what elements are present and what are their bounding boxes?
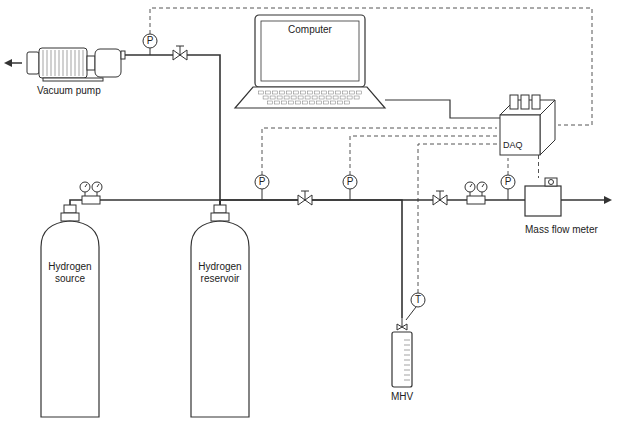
valve-symbol	[298, 191, 312, 205]
pipe-connector	[125, 55, 220, 205]
mass-flow-meter: Mass flow meter	[525, 178, 561, 220]
sensor-letter: P	[342, 175, 358, 189]
sensor-letter: T	[410, 293, 426, 307]
daq-unit: DAQ	[500, 95, 555, 155]
pressure-regulator	[465, 182, 487, 204]
temperature-sensor	[411, 293, 425, 307]
node-label: Hydrogen source	[44, 261, 96, 285]
sensor-letter: P	[254, 175, 270, 189]
signal-line	[418, 144, 497, 293]
shape-outline	[390, 318, 414, 388]
signal-line	[150, 8, 592, 125]
shape-outline	[525, 178, 561, 220]
pressure-gauge	[343, 175, 357, 189]
gauge-stem	[350, 189, 351, 200]
shape-outline	[190, 205, 250, 418]
valve-symbol	[433, 191, 447, 205]
outlet-arrowhead	[604, 196, 612, 204]
gauge-stem	[262, 189, 263, 200]
node-label: Computer	[261, 24, 359, 36]
signal-connector	[538, 155, 539, 178]
gas-cylinder: Hydrogen source	[40, 205, 100, 418]
gauge-stem	[150, 48, 151, 55]
node-label: Mass flow meter	[525, 224, 598, 236]
pressure-gauge	[255, 175, 269, 189]
mhv-vessel: MHV	[390, 318, 414, 388]
pipe-connector	[385, 100, 500, 118]
sensor-letter: P	[142, 34, 158, 48]
outlet-line	[561, 199, 604, 201]
signal-line	[350, 136, 497, 175]
gauge-stem	[508, 189, 509, 200]
exhaust-arrowhead	[4, 59, 12, 67]
node-label: MHV	[382, 391, 422, 403]
node-label: DAQ	[503, 139, 523, 151]
computer-laptop: Computer	[235, 15, 385, 110]
pressure-gauge	[501, 175, 515, 189]
signal-line	[262, 128, 497, 175]
node-label: Vacuum pump	[37, 85, 101, 97]
pressure-gauge	[143, 34, 157, 48]
shape-outline	[25, 45, 125, 81]
gas-cylinder: Hydrogen reservoir	[190, 205, 250, 418]
vacuum-pump: Vacuum pump	[25, 45, 125, 81]
sensor-letter: P	[500, 175, 516, 189]
node-label: Hydrogen reservoir	[194, 261, 246, 285]
signal-line	[508, 158, 509, 175]
pressure-regulator	[80, 182, 102, 204]
valve-symbol	[173, 46, 187, 60]
sensor-lead	[406, 307, 416, 320]
shape-outline	[40, 205, 100, 418]
